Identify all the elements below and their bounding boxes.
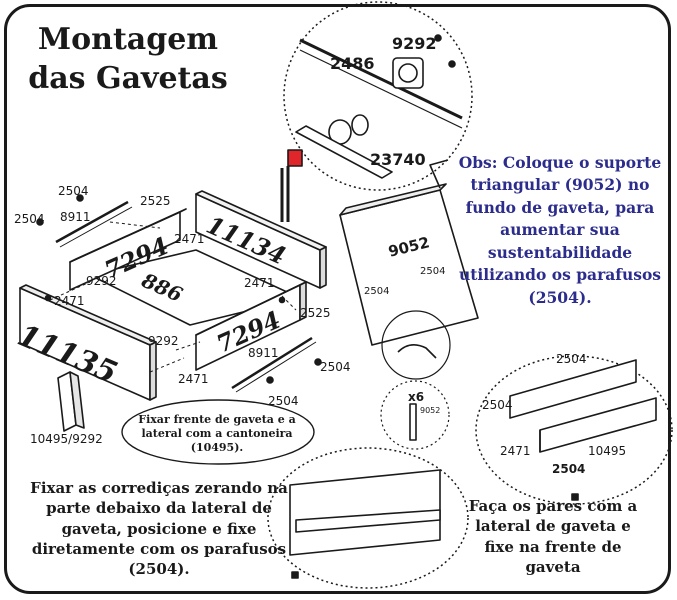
label-2504-g: 2504 bbox=[556, 352, 587, 366]
page-title: Montagem das Gavetas bbox=[28, 22, 228, 96]
label-2486: 2486 bbox=[330, 54, 375, 73]
back-panel bbox=[195, 190, 327, 289]
label-9052-small: 9052 bbox=[420, 406, 441, 415]
label-23740: 23740 bbox=[370, 150, 426, 169]
label-2504-e: 2504 bbox=[420, 266, 446, 277]
label-2525-a: 2525 bbox=[140, 194, 171, 208]
drawer-slides bbox=[55, 200, 317, 393]
label-2504-i: 2504 bbox=[552, 462, 586, 476]
label-bracket: 10495/9292 bbox=[30, 432, 103, 446]
front-panel bbox=[19, 284, 157, 401]
support-panel bbox=[339, 159, 479, 346]
label-2504-a: 2504 bbox=[58, 184, 89, 198]
label-8911-b: 8911 bbox=[248, 346, 279, 360]
caption-pairs: Faça os pares com a lateral de gaveta e … bbox=[468, 497, 638, 576]
label-x6: x6 bbox=[408, 390, 425, 404]
left-side-panel bbox=[69, 208, 187, 291]
lock-detail-circle bbox=[283, 1, 473, 191]
label-2525-b: 2525 bbox=[300, 306, 331, 320]
caption-bracket: Fixar frente de gaveta e a lateral com a… bbox=[138, 413, 296, 454]
label-2504-d: 2504 bbox=[268, 394, 299, 408]
label-2471-a: 2471 bbox=[174, 232, 205, 246]
key-lock bbox=[280, 149, 303, 222]
label-2504-f: 2504 bbox=[364, 286, 390, 297]
corner-bracket bbox=[57, 371, 85, 432]
label-2504-b: 2504 bbox=[14, 212, 45, 226]
label-2471-c: 2471 bbox=[244, 276, 275, 290]
label-9292-b: 9292 bbox=[148, 334, 179, 348]
bracket-caption-ellipse bbox=[121, 399, 315, 465]
right-side-panel bbox=[195, 281, 307, 371]
bottom-slide-circle bbox=[267, 447, 579, 589]
page-frame bbox=[4, 4, 671, 594]
label-9292-a: 9292 bbox=[86, 274, 117, 288]
label-9292-detail: 9292 bbox=[392, 34, 437, 53]
label-2471-b: 2471 bbox=[54, 294, 85, 308]
hand-detail bbox=[381, 310, 451, 380]
label-2504-c: 2504 bbox=[320, 360, 351, 374]
x6-detail bbox=[380, 380, 450, 450]
label-2471-e: 2471 bbox=[500, 444, 531, 458]
label-2504-h: 2504 bbox=[482, 398, 513, 412]
label-10495: 10495 bbox=[588, 444, 627, 458]
caption-slides: Fixar as corrediças zerando na parte deb… bbox=[30, 479, 288, 578]
screws bbox=[36, 194, 322, 384]
label-8911-a: 8911 bbox=[60, 210, 91, 224]
label-2471-d: 2471 bbox=[178, 372, 209, 386]
obs-note: Obs: Coloque o suporte triangular (9052)… bbox=[458, 153, 662, 307]
slide-pair-circle bbox=[475, 355, 673, 505]
